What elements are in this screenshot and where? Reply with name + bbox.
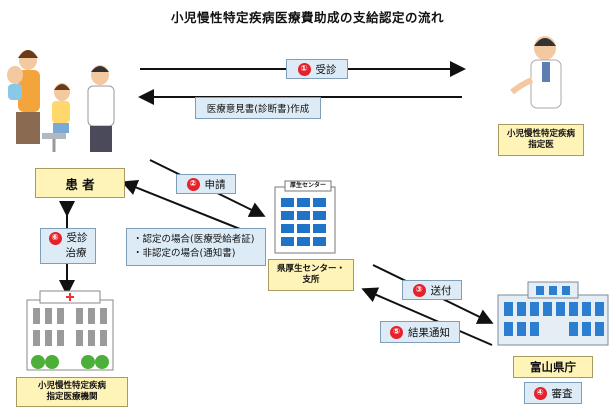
designated-doctor-line2: 指定医 [528,140,554,150]
step-number-3: ③ [412,283,426,297]
step-send-label: ③ 送付 [402,280,462,300]
medical-institution-line2: 指定医療機関 [46,392,98,402]
step-number-4: ④ [533,386,547,400]
step-number-6: ⑥ [48,232,62,245]
report-text: 医療意見書(診断書)作成 [206,104,310,115]
step-notify-text: 結果通知 [408,326,450,339]
step-apply-text: 申請 [204,178,226,191]
report-label: 医療意見書(診断書)作成 [195,97,321,119]
hospital-building [26,290,114,371]
step-consult-label: ① 受診 [286,59,348,79]
step-visit-text: 受診 [66,232,88,244]
designated-doctor-line1: 小児慢性特定疾病 [506,129,575,139]
patient-text: 患 者 [65,176,95,192]
prefecture-text: 富山県庁 [530,360,576,374]
building-sign-text: 厚生センター [289,182,326,189]
family-illustration [7,50,115,152]
medical-institution-box: 小児慢性特定疾病 指定医療機関 [16,377,128,407]
doctor-illustration [510,36,562,109]
step-number-1: ① [297,62,311,76]
arrow-notify [361,287,493,346]
step-number-2: ② [186,177,200,191]
step-send-text: 送付 [430,284,452,297]
building-sign: 厚生センター [287,181,329,191]
step-review-label: ④ 審査 [524,382,582,404]
medical-institution-line1: 小児慢性特定疾病 [37,381,106,391]
step-visit-label: ⑥ 受診 治療 [40,228,96,264]
result-line-2: ・非認定の場合(通知書) [133,248,236,259]
diagram-title: 小児慢性特定疾病医療費助成の支給認定の流れ [170,10,444,25]
step-review-text: 審査 [551,387,573,400]
result-line-1: ・認定の場合(医療受給者証) [133,234,255,245]
health-center-line1: 県厚生センター・ [276,264,345,274]
prefecture-building [497,281,609,346]
prefecture-box: 富山県庁 [513,356,593,378]
health-center-line2: 支所 [302,275,320,285]
designated-doctor-box: 小児慢性特定疾病 指定医 [498,124,584,156]
patient-box: 患 者 [35,168,125,198]
step-notify-label: ⑤ 結果通知 [380,321,460,343]
step-treatment-text: 治療 [65,247,87,259]
health-center-building [274,180,336,254]
health-center-box: 県厚生センター・ 支所 [268,259,354,291]
step-consult-text: 受診 [315,63,337,76]
step-number-5: ⑤ [390,325,403,339]
result-box: ・認定の場合(医療受給者証) ・非認定の場合(通知書) [126,228,266,266]
step-apply-label: ② 申請 [176,174,236,194]
